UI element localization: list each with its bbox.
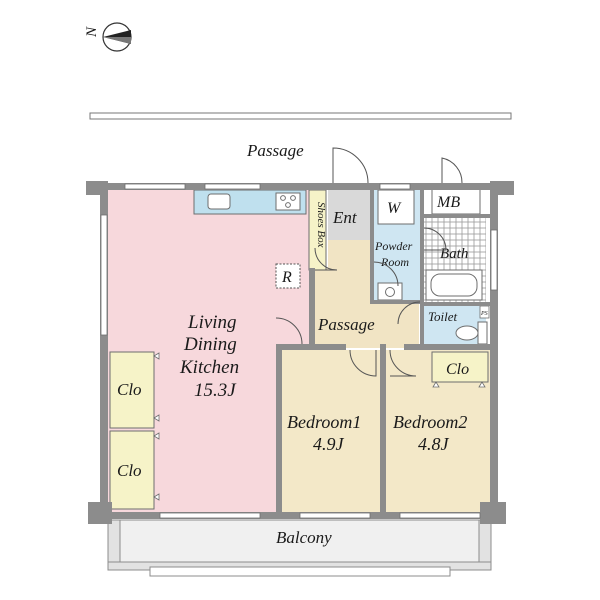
north-arrow-icon — [102, 22, 132, 52]
door-swings — [275, 147, 463, 377]
entrance-label: Ent — [332, 208, 358, 227]
bath-label: Bath — [440, 246, 468, 262]
closet-bedroom2 — [431, 351, 489, 383]
toilet-floor — [422, 305, 486, 347]
toilet-bowl-icon — [455, 325, 479, 341]
toilet-label: Toilet — [428, 309, 458, 324]
balcony-drain — [149, 566, 451, 577]
outside-rail — [89, 112, 512, 120]
balcony-label: Balcony — [276, 528, 332, 547]
refrigerator-label: R — [281, 269, 292, 286]
washer-label: W — [387, 200, 402, 217]
compass-letter: N — [84, 26, 100, 38]
ldk-label-line2: Dining — [183, 334, 237, 355]
walls — [86, 181, 514, 524]
stove-icon — [275, 192, 301, 211]
bedroom1-floor — [282, 350, 380, 512]
inner-passage-label: Passage — [317, 315, 375, 334]
bedroom2-size: 4.8J — [418, 434, 450, 454]
entrance-floor — [328, 190, 372, 240]
entrance-step — [328, 240, 372, 268]
closet-lower-label: Clo — [117, 461, 142, 480]
kitchen-sink-icon — [207, 193, 231, 210]
outside-passage-label: Passage — [246, 141, 304, 160]
bedroom2-label: Bedroom2 — [393, 412, 467, 432]
powder-label-line2: Room — [380, 255, 409, 269]
ldk-label-line1: Living — [187, 312, 237, 333]
shoes-box-label: Shoes Box — [315, 202, 327, 248]
closet-lower — [109, 430, 155, 510]
bedroom1-size: 4.9J — [313, 434, 345, 454]
meter-box — [431, 187, 481, 215]
closet-bedroom2-label: Clo — [446, 361, 469, 378]
passage-floor-lower — [311, 300, 419, 348]
closet-upper — [109, 351, 155, 429]
powder-label-line1: Powder — [374, 239, 413, 253]
closet-upper-label: Clo — [117, 380, 142, 399]
meter-box-label: MB — [436, 194, 460, 211]
toilet-tank-icon — [477, 321, 488, 345]
bedroom1-label: Bedroom1 — [287, 412, 361, 432]
pipe-shaft-label: PS — [480, 311, 488, 317]
ldk-size: 15.3J — [194, 380, 237, 401]
ldk-label-line3: Kitchen — [179, 357, 239, 378]
windows — [100, 183, 498, 519]
refrigerator-icon — [275, 263, 301, 289]
